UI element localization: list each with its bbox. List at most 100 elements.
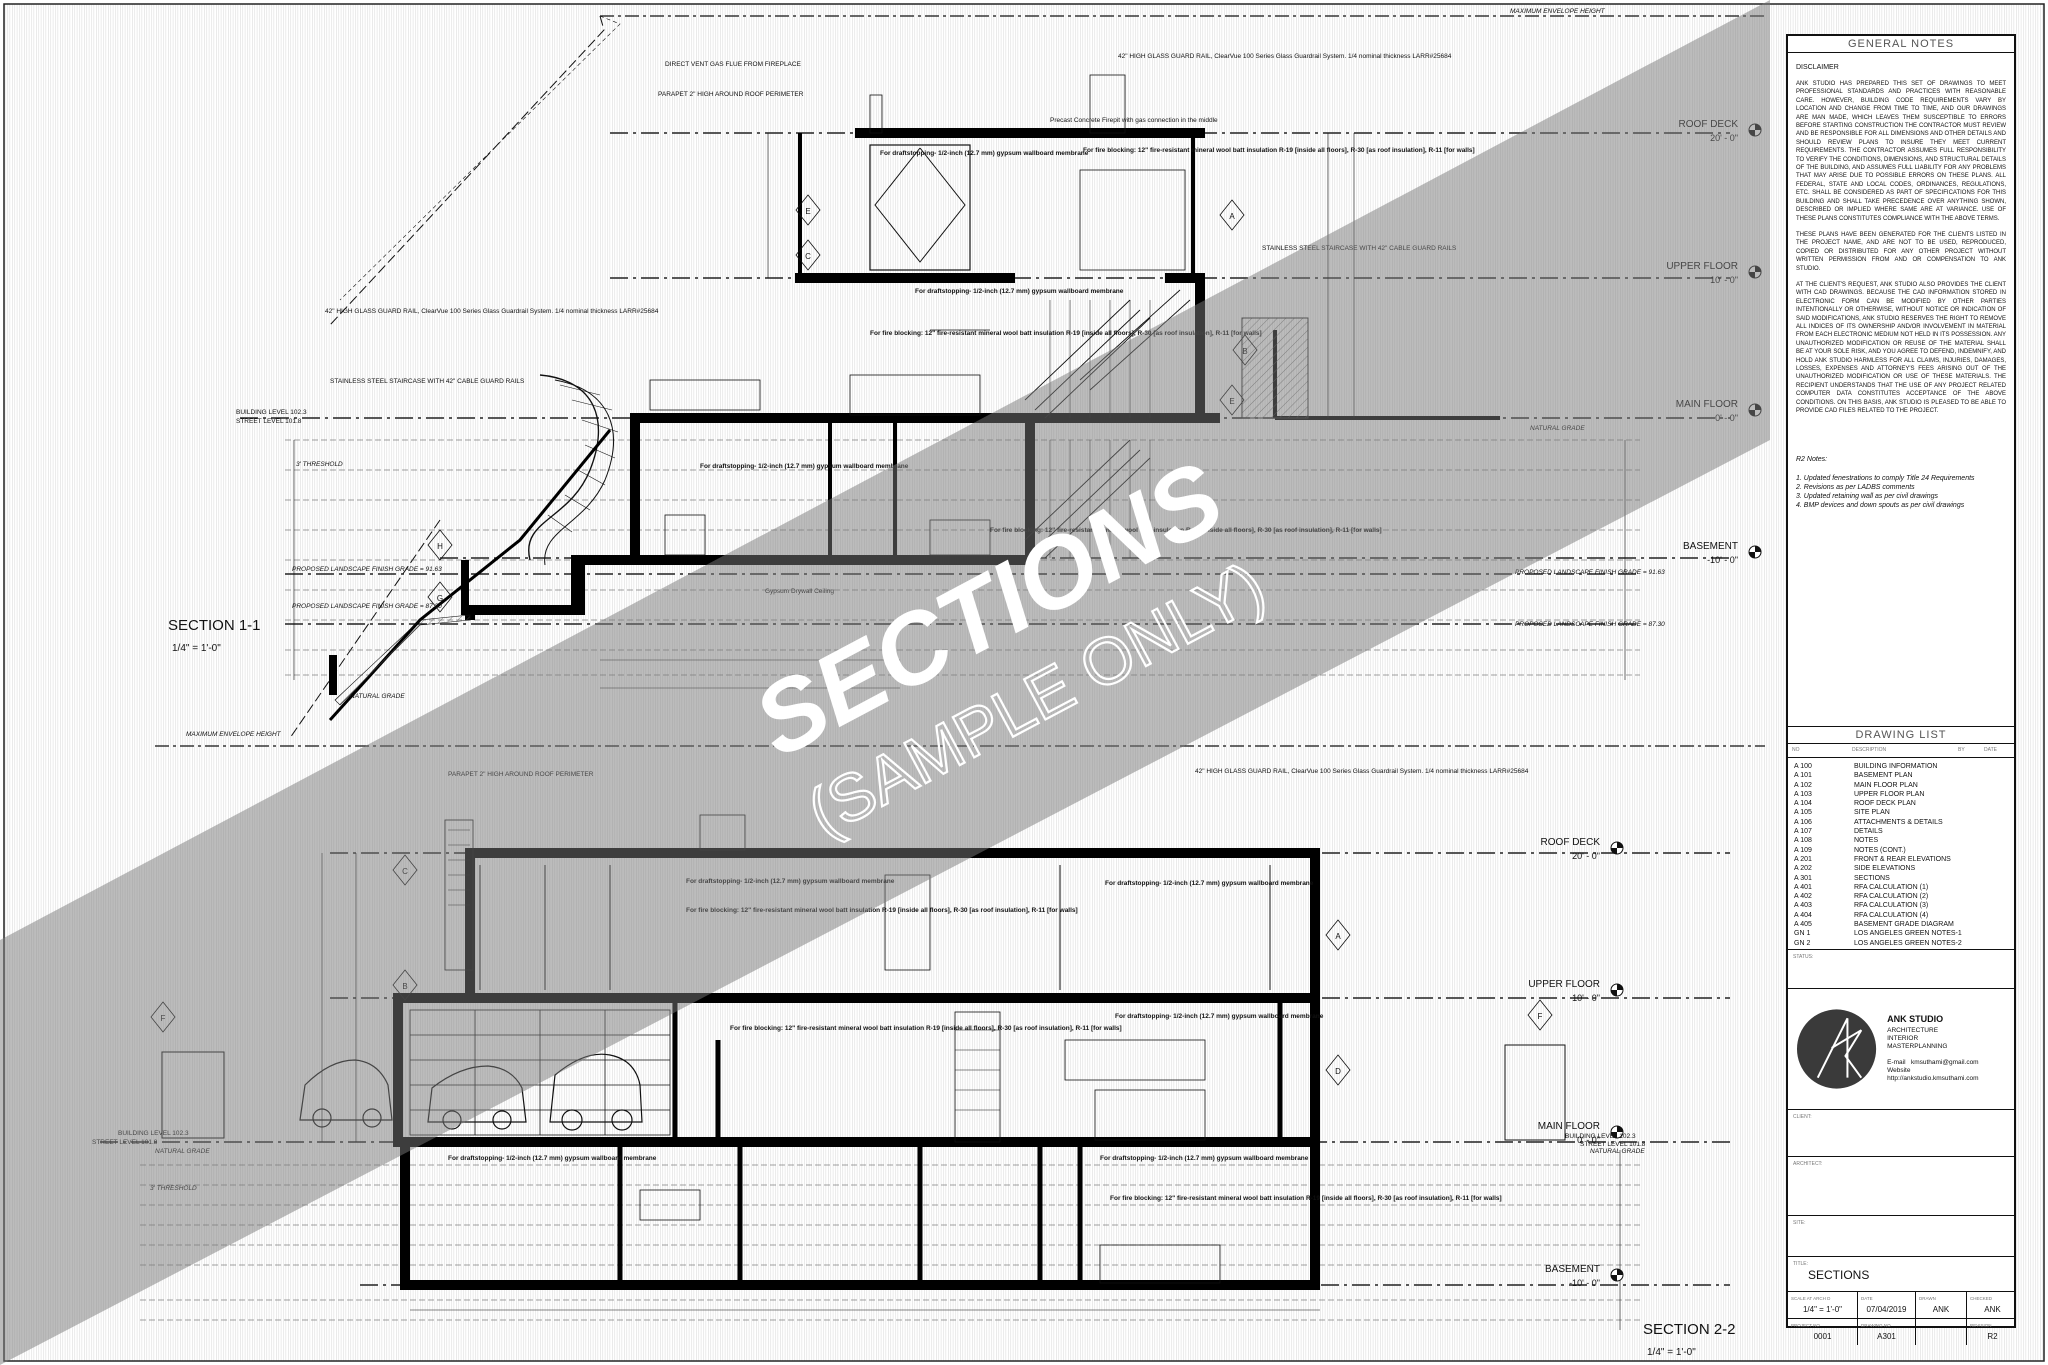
studio-name: ANK STUDIO — [1887, 1014, 1944, 1024]
drawing-description: SITE PLAN — [1854, 809, 1890, 817]
title-box: TITLE: SECTIONS — [1788, 1257, 2014, 1292]
cell-label: PROJECT NO — [1791, 1323, 1820, 1328]
title-block: GENERAL NOTES DISCLAIMER ANK STUDIO HAS … — [1786, 34, 2018, 1345]
level-name: BASEMENT — [1545, 1264, 1600, 1275]
r2-note: 1. Updated fenestrations to comply Title… — [1796, 475, 1975, 483]
disclaimer-paragraph: AT THE CLIENT'S REQUEST, ANK STUDIO ALSO… — [1796, 281, 2006, 415]
email-link[interactable]: kmsuthami@gmail.com — [1910, 1059, 1979, 1066]
drawing-list-columns: NO DESCRIPTION BY DATE — [1788, 744, 2014, 758]
landscape-grade-1-right: PROPOSED LANDSCAPE FINISH GRADE = 91.63 — [1515, 569, 1665, 576]
studio-line: INTERIOR — [1887, 1035, 1919, 1042]
site-label: SITE: — [1793, 1220, 1806, 1226]
r2-notes-title: R2 Notes: — [1796, 456, 1828, 464]
drawing-description: UPPER FLOOR PLAN — [1854, 790, 1925, 798]
note-glass-rail-top: 42" HIGH GLASS GUARD RAIL, ClearVue 100 … — [1118, 53, 1452, 60]
level-symbol-fill — [1755, 546, 1761, 552]
r2-notes: R2 Notes: 1. Updated fenestrations to co… — [1796, 455, 2006, 510]
cell-label: REVISION — [1970, 1323, 1992, 1328]
drawing-number: A 404 — [1794, 911, 1812, 919]
drawing-description: ATTACHMENTS & DETAILS — [1854, 818, 1943, 826]
section-1-scale: 1/4" = 1'-0" — [172, 643, 221, 654]
svg-text:G: G — [437, 594, 443, 603]
drawing-number: A 100 — [1794, 763, 1812, 770]
drawing-number: A 101 — [1794, 772, 1812, 780]
disclaimer-paragraph: ANK STUDIO HAS PREPARED THIS SET OF DRAW… — [1796, 81, 2006, 222]
level-value: -10' - 0" — [1707, 555, 1738, 565]
drawing-description: NOTES (CONT.) — [1854, 846, 1906, 854]
drawing-description: RFA CALCULATION (3) — [1854, 902, 1929, 910]
drawing-list-title: DRAWING LIST — [1788, 727, 2014, 744]
max-envelope-label-top: MAXIMUM ENVELOPE HEIGHT — [1510, 8, 1606, 15]
cell-label: CHECKED — [1970, 1296, 1993, 1301]
studio-line: MASTERPLANNING — [1887, 1043, 1948, 1050]
level-symbol-fill — [1611, 1275, 1617, 1281]
website-link[interactable]: http://ankstudio.kmsuthami.com — [1887, 1075, 1979, 1082]
drawing-description: SECTIONS — [1854, 874, 1890, 882]
title-label: TITLE: — [1793, 1261, 1809, 1267]
section-2-scale: 1/4" = 1'-0" — [1647, 1347, 1696, 1358]
drawing-number: A 102 — [1794, 781, 1812, 789]
level-name: UPPER FLOOR — [1528, 979, 1600, 990]
fire-note-2b: For fire blocking: 12" fire-resistant mi… — [730, 1025, 1122, 1032]
drawing-number: A 103 — [1794, 790, 1812, 798]
building-level-1: BUILDING LEVEL 102.3 — [236, 409, 307, 416]
section-2-title: SECTION 2-2 — [1643, 1321, 1736, 1338]
drawing-number: A 402 — [1794, 893, 1812, 901]
landscape-grade-1: PROPOSED LANDSCAPE FINISH GRADE = 91.63 — [292, 566, 442, 573]
drawing-number: A 202 — [1794, 865, 1812, 873]
studio-website-row: Website http://ankstudio.kmsuthami.com — [1887, 1067, 2006, 1083]
note-flue: DIRECT VENT GAS FLUE FROM FIREPLACE — [665, 61, 802, 68]
drawing-number: GN 1 — [1794, 930, 1811, 938]
drawing-number: A 104 — [1794, 800, 1812, 808]
column-header: DATE — [1984, 747, 1997, 753]
level-value: 0' - 0" — [1577, 1135, 1600, 1145]
cell-label: DATE — [1861, 1296, 1873, 1301]
street-level-2-right: STREET LEVEL 101.8 — [1580, 1141, 1646, 1148]
email-label: E-mail — [1887, 1059, 1906, 1066]
drawing-list-item: GN 1 LOS ANGELES GREEN NOTES-1 — [1788, 929, 2014, 938]
drawing-description: LOS ANGELES GREEN NOTES-1 — [1854, 930, 1962, 938]
cell-value: 1/4" = 1'-0" — [1802, 1305, 1842, 1314]
r2-note: 3. Updated retaining wall as per civil d… — [1796, 493, 1939, 501]
section-1-title: SECTION 1-1 — [168, 617, 261, 634]
cell-value: A301 — [1877, 1332, 1896, 1341]
note-parapet-1: PARAPET 2" HIGH AROUND ROOF PERIMETER — [658, 91, 804, 98]
drawing-number: GN 2 — [1794, 939, 1811, 947]
building-level-2-right: BUILDING LEVEL 102.3 — [1565, 1133, 1636, 1140]
drawing-number: A 301 — [1794, 874, 1812, 882]
cell-value: ANK — [1932, 1305, 1950, 1314]
note-glass-rail-2: 42" HIGH GLASS GUARD RAIL, ClearVue 100 … — [1195, 768, 1529, 775]
drawn-cell: DRAWN ANK — [1916, 1292, 1967, 1318]
level-symbol-fill — [1611, 990, 1617, 996]
architect-box: ARCHITECT: — [1788, 1157, 2014, 1216]
drawing-number: A 403 — [1794, 902, 1812, 910]
status-box: STATUS: — [1788, 950, 2014, 989]
level-symbol-fill — [1617, 984, 1623, 990]
drawing-list-item: A 301 SECTIONS — [1788, 874, 2014, 883]
note-stair-left: STAINLESS STEEL STAIRCASE WITH 42" CABLE… — [330, 378, 525, 385]
draft-note-1c: For draftstopping- 1/2-inch (12.7 mm) gy… — [880, 150, 1089, 157]
drawing-number: A 105 — [1794, 809, 1812, 817]
disclaimer-label: DISCLAIMER — [1796, 64, 1839, 71]
note-glass-rail-left: 42" HIGH GLASS GUARD RAIL, ClearVue 100 … — [325, 308, 659, 315]
threshold-1: 3' THRESHOLD — [296, 461, 343, 468]
cell-label: DRAWN — [1919, 1296, 1936, 1301]
fire-note-2c: For fire blocking: 12" fire-resistant mi… — [1110, 1195, 1502, 1202]
level-name: BASEMENT — [1683, 541, 1738, 552]
